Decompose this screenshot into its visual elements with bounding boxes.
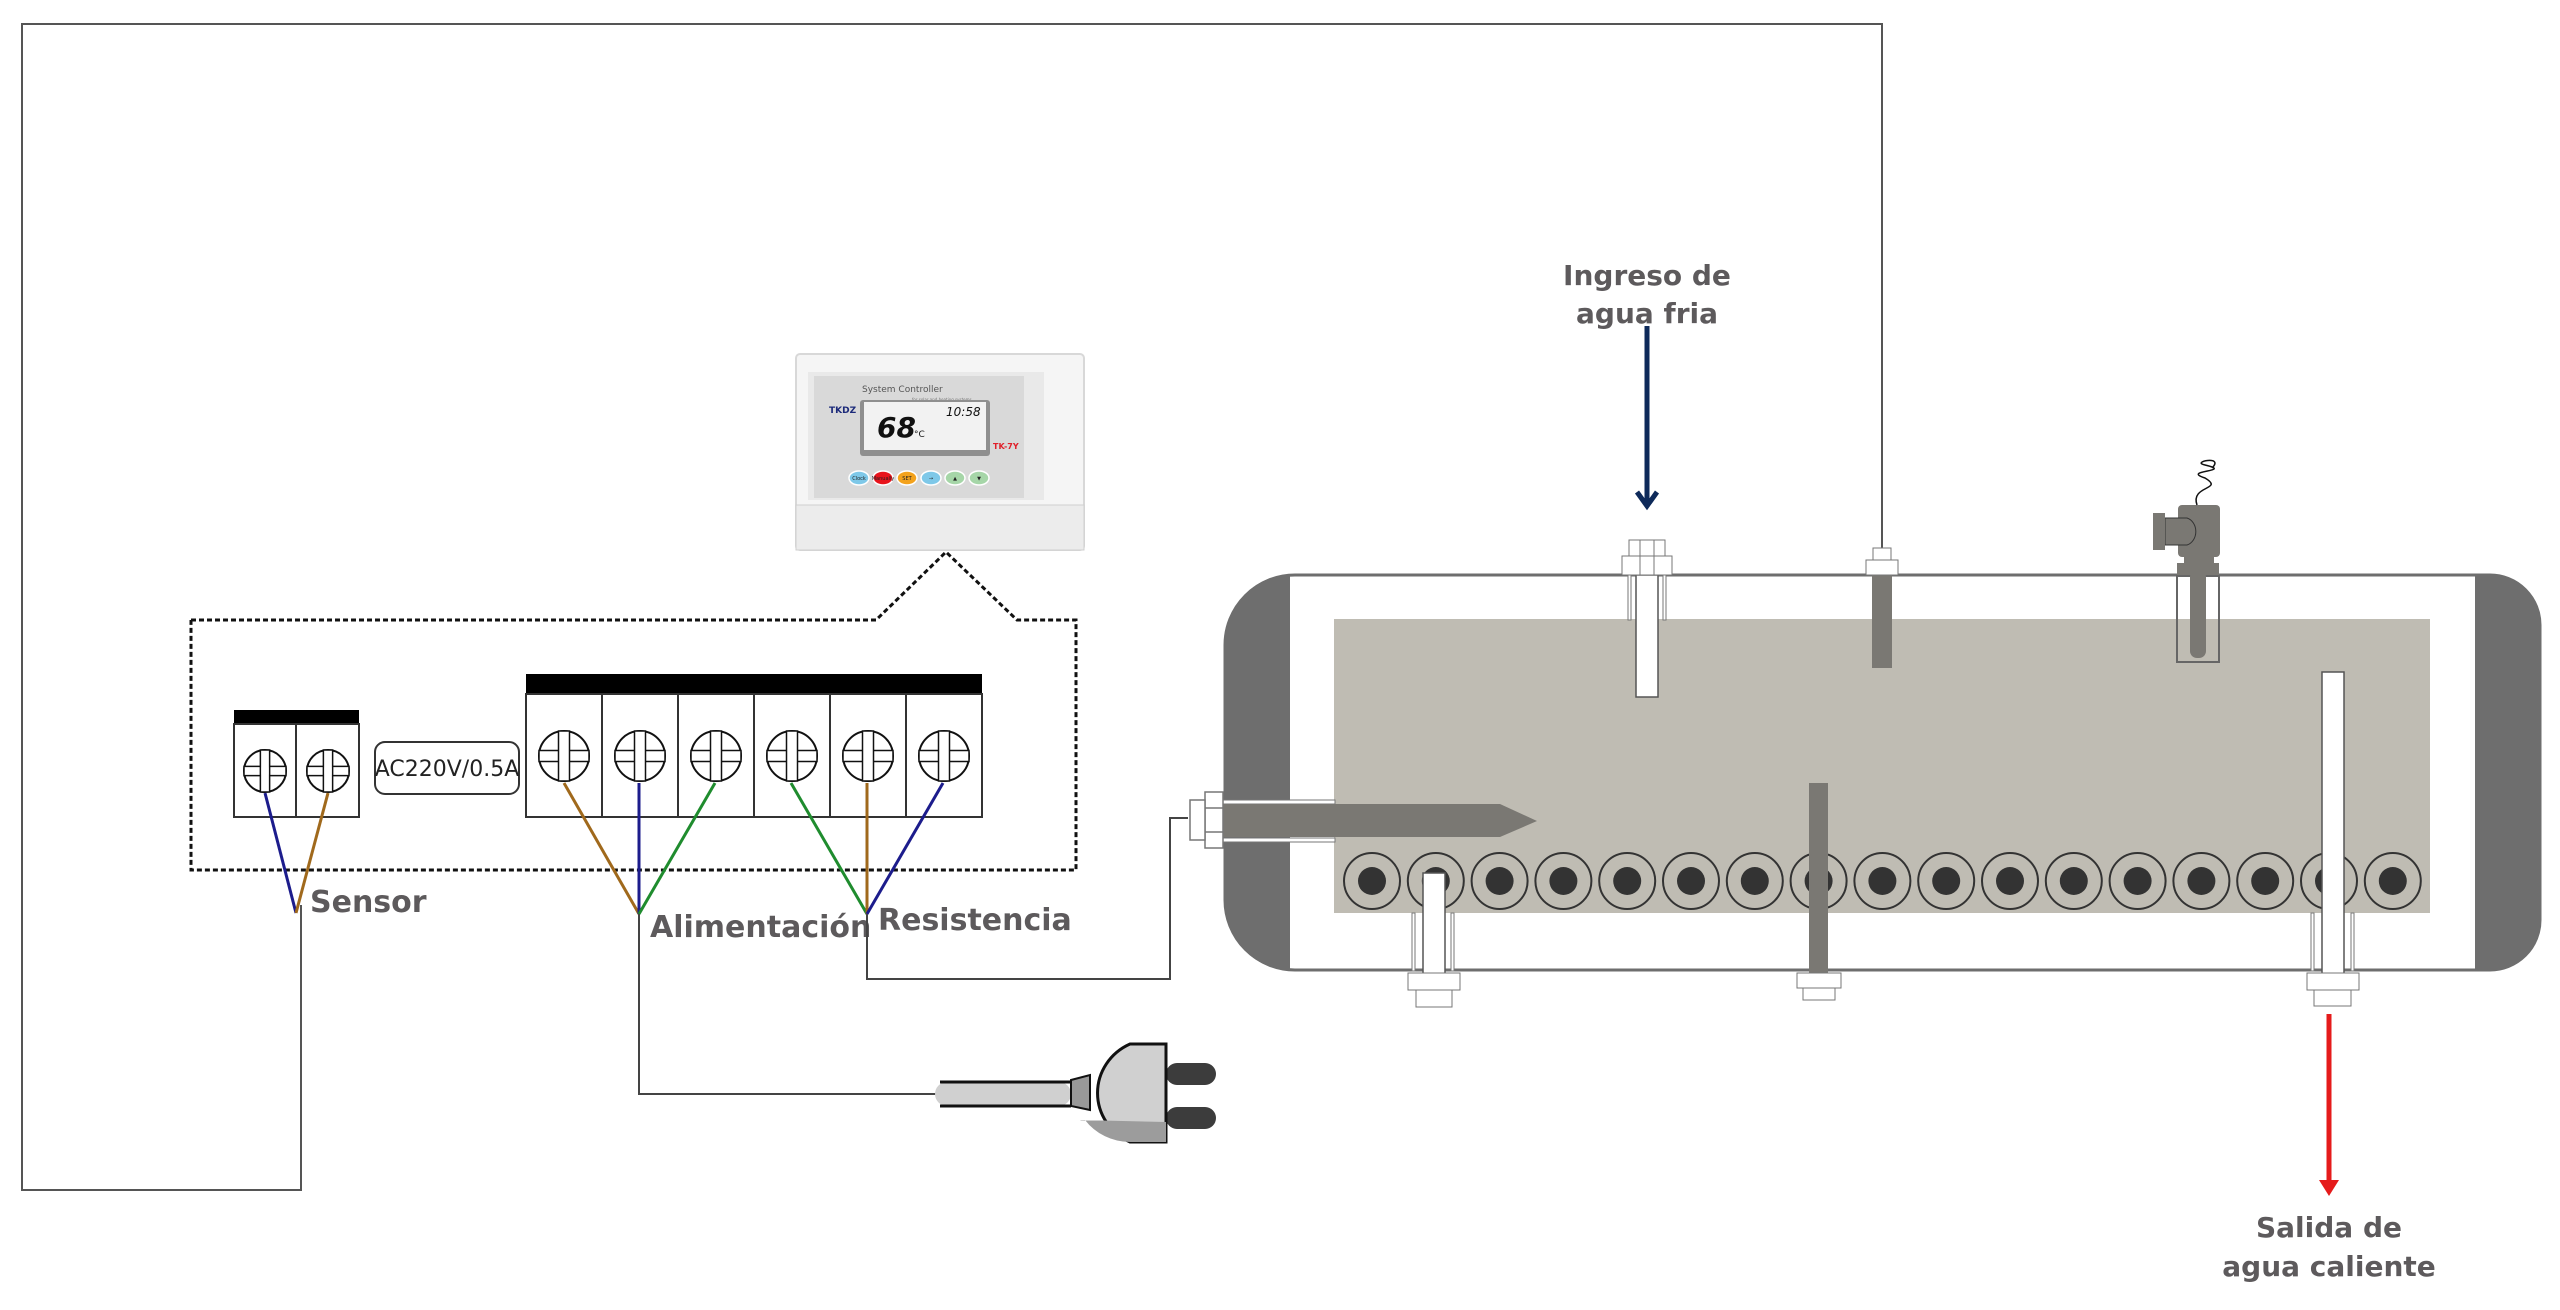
- heating-element: [1223, 804, 1537, 837]
- heat-pipe-socket: [1662, 852, 1720, 910]
- power-wire-green: [637, 782, 717, 915]
- power-cord-wire: [638, 914, 945, 1095]
- terminal-screw-icon[interactable]: [243, 749, 287, 793]
- power-wire-brown: [562, 782, 641, 915]
- terminal-screw-icon[interactable]: [842, 730, 894, 782]
- controller-model: TK-7Y: [993, 442, 1019, 451]
- heat-pipe-socket: [1343, 852, 1401, 910]
- heat-pipe-socket: [1725, 852, 1784, 910]
- hot-outlet-pipe: [2306, 671, 2360, 1007]
- controller-buttons: Clock Manually SET → ▲ ▼: [848, 470, 990, 486]
- controller-button[interactable]: ▲: [944, 470, 966, 486]
- sensor-probe: [1865, 547, 1899, 668]
- rating-label: AC220V/0.5A: [375, 757, 520, 782]
- terminal-screw-icon[interactable]: [614, 730, 666, 782]
- heat-pipe-socket: [2172, 852, 2231, 910]
- terminal-screw-icon[interactable]: [690, 730, 742, 782]
- heat-pipe-socket: [1981, 852, 2039, 910]
- terminal-screw-icon[interactable]: [538, 730, 590, 782]
- heat-pipe-socket: [2363, 852, 2422, 910]
- controller-brand: TKDZ: [829, 406, 857, 416]
- controller-title: System Controller: [862, 385, 943, 395]
- svg-text:Clock: Clock: [852, 476, 866, 482]
- rating-box: [374, 741, 520, 795]
- heat-pipe-socket: [1598, 852, 1657, 910]
- anode-rod: [1796, 783, 1842, 1001]
- outlet-label-line1: Salida de: [2256, 1211, 2402, 1244]
- relief-valve-icon: [2153, 459, 2220, 663]
- terminal-screw-icon[interactable]: [918, 730, 970, 782]
- controller-button[interactable]: ▼: [968, 470, 990, 486]
- inlet-label-line2: agua fria: [1576, 297, 1718, 330]
- controller-button[interactable]: SET: [896, 470, 918, 486]
- svg-text:SET: SET: [902, 476, 912, 482]
- controller-temperature-unit: °C: [914, 430, 925, 440]
- inlet-label-line1: Ingreso de: [1563, 259, 1731, 292]
- heat-pipe-socket: [1534, 852, 1593, 910]
- outlet-label-line2: agua caliente: [2222, 1250, 2436, 1283]
- heater-wire: [866, 817, 1188, 980]
- terminal-screw-icon[interactable]: [306, 749, 350, 793]
- terminal-screw-icon[interactable]: [766, 730, 818, 782]
- sensor-wire-blue: [263, 792, 298, 914]
- heater-wire-green: [789, 782, 869, 915]
- heat-pipe-socket: [1470, 852, 1529, 910]
- heater-label: Resistencia: [878, 903, 1072, 938]
- cold-inlet-pipe: [1621, 539, 1673, 698]
- heater-fitting: [1189, 791, 1224, 849]
- hot-outlet-arrowhead-icon: [2319, 1180, 2339, 1196]
- svg-text:Manually: Manually: [872, 476, 895, 482]
- heat-pipe-socket: [1853, 852, 1912, 910]
- sensor-label: Sensor: [310, 885, 427, 920]
- svg-text:▲: ▲: [953, 476, 957, 482]
- water-tank: [1189, 459, 2542, 1008]
- controller-button[interactable]: →: [920, 470, 942, 486]
- svg-text:▼: ▼: [977, 476, 981, 482]
- controller-temperature: 68: [877, 411, 916, 444]
- main-terminal-block: [525, 674, 983, 818]
- svg-text:→: →: [929, 476, 933, 482]
- sensor-terminal-block: [233, 710, 360, 818]
- sensor-wire-loop: [21, 23, 1883, 1191]
- heat-pipe-socket: [2044, 852, 2103, 910]
- cold-inlet-arrowhead-icon: [1634, 490, 1660, 511]
- power-plug-icon: [935, 1042, 1216, 1144]
- power-label: Alimentación: [650, 910, 871, 945]
- controller-clock: 10:58: [946, 405, 981, 419]
- controller-subtitle: for solar and heating systems: [912, 397, 972, 402]
- controller-device: System Controller for solar and heating …: [795, 353, 1085, 551]
- heat-pipe-socket: [2108, 852, 2167, 910]
- drain-pipe: [1407, 872, 1461, 1008]
- controller-button[interactable]: Manually: [872, 470, 895, 486]
- heat-pipe-socket: [2236, 852, 2295, 910]
- controller-button[interactable]: Clock: [848, 470, 870, 486]
- sensor-wire-brown: [294, 792, 330, 914]
- heat-pipe-socket: [1917, 852, 1976, 910]
- heater-wire-blue: [865, 782, 945, 915]
